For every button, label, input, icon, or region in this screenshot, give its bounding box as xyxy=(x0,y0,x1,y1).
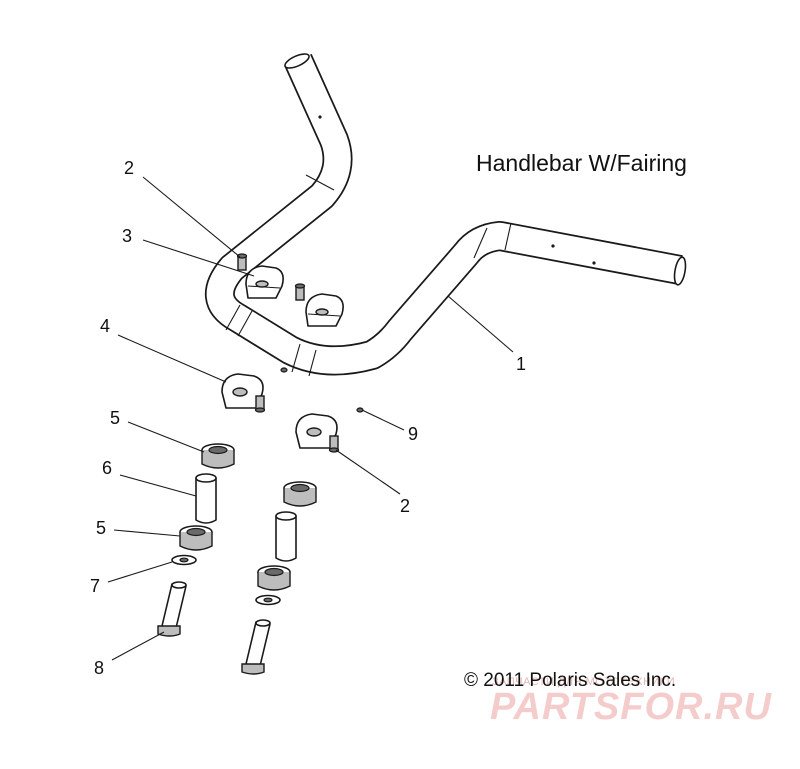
callout-3: 3 xyxy=(122,226,132,246)
callout-2-top: 2 xyxy=(124,158,134,178)
diagram-title: Handlebar W/Fairing xyxy=(476,150,687,176)
upper-clamp-left xyxy=(245,265,284,299)
callout-9: 9 xyxy=(408,424,418,444)
callout-5-lower: 5 xyxy=(96,518,106,538)
copyright-notice: © 2011 Polaris Sales Inc. xyxy=(464,670,677,691)
callout-2-bottom: 2 xyxy=(400,496,410,516)
callout-7: 7 xyxy=(90,576,100,596)
callout-1: 1 xyxy=(516,354,526,374)
right-stack xyxy=(241,481,317,675)
watermark-logo: PARTSFOR.RU xyxy=(490,686,772,728)
callout-8: 8 xyxy=(94,658,104,678)
lower-clamp-left xyxy=(221,367,288,413)
callouts: 2 3 4 5 6 5 7 8 1 9 2 xyxy=(90,158,526,678)
watermark-tagline: ЗАПЧАСТИ ДЛЯ МОТОТЕХНИКИ xyxy=(492,676,676,688)
callout-5-upper: 5 xyxy=(110,408,120,428)
lower-clamp-right xyxy=(295,407,364,453)
upper-clamp-right xyxy=(305,293,344,327)
handlebar xyxy=(204,53,687,377)
callout-6: 6 xyxy=(102,458,112,478)
upper-bolt-left xyxy=(236,253,248,271)
leader-lines xyxy=(107,176,514,661)
left-stack xyxy=(157,443,235,637)
callout-4: 4 xyxy=(100,316,110,336)
upper-bolt-right xyxy=(294,283,306,301)
